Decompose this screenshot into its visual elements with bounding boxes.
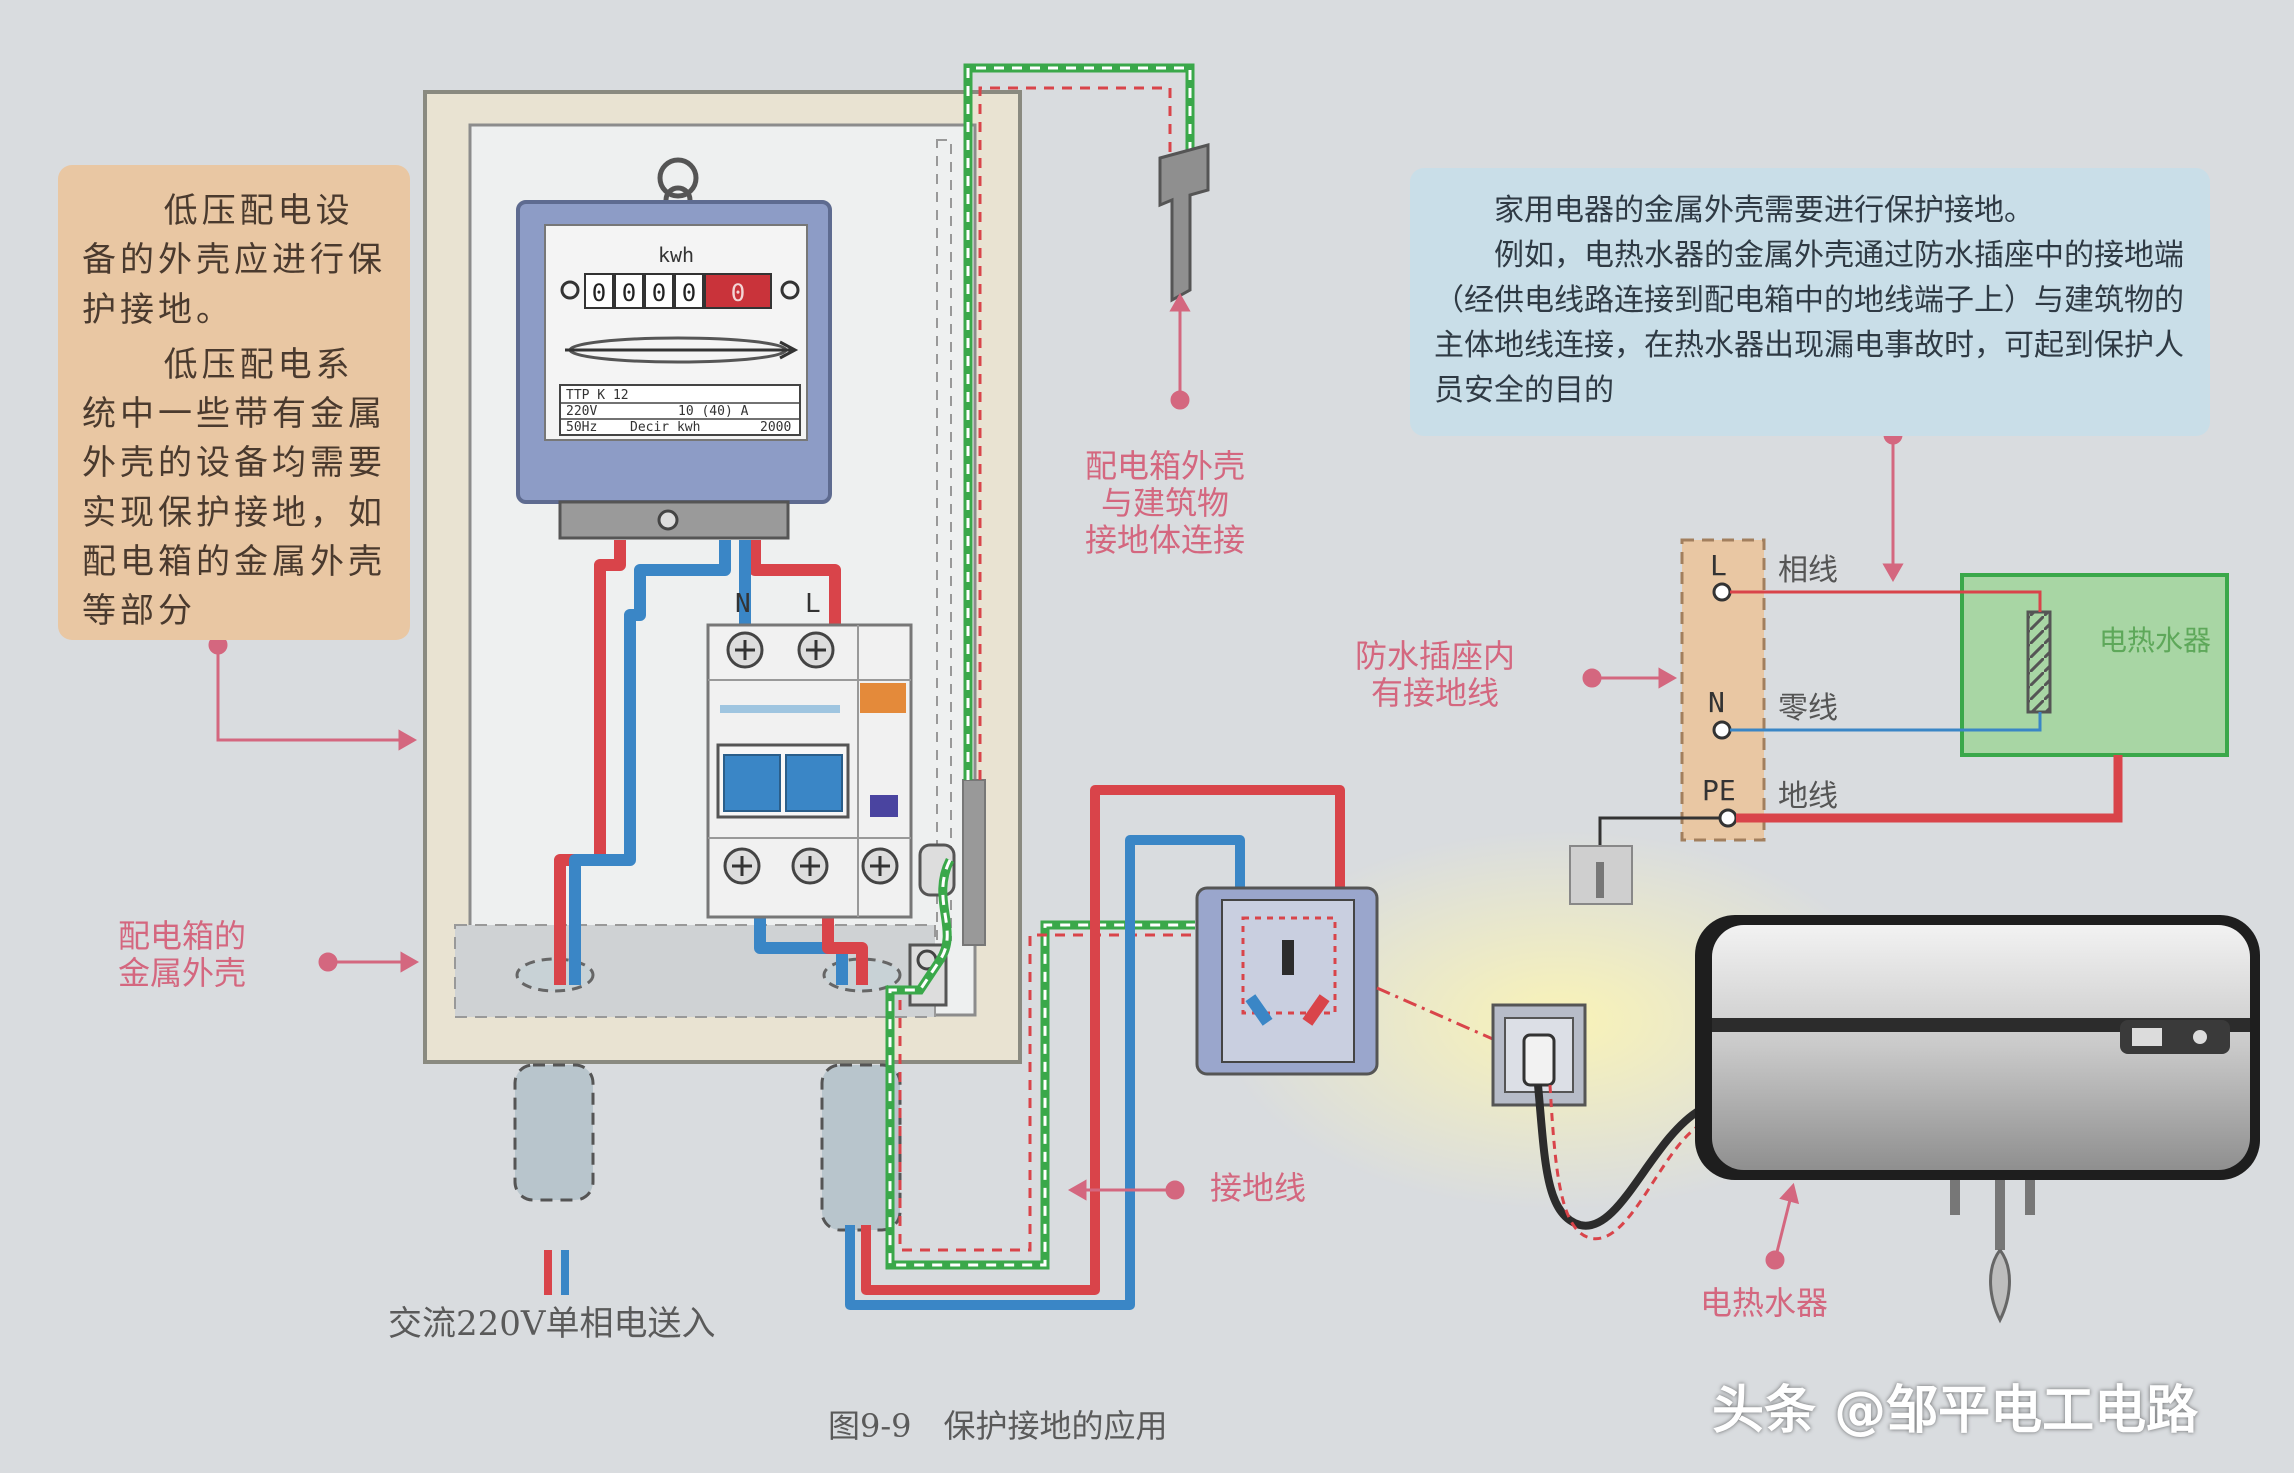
heater-label: 电热水器 bbox=[1700, 1284, 1829, 1322]
meter-nameplate bbox=[559, 384, 801, 436]
meter-plate-text: 2000 bbox=[760, 420, 791, 435]
meter-screw-icon bbox=[560, 280, 580, 300]
water-heater bbox=[1695, 915, 2260, 1324]
meter-digit: 0 bbox=[682, 279, 696, 307]
neutral-wire-label: 零线 bbox=[1778, 691, 1838, 726]
meter-unit: kwh bbox=[658, 243, 694, 267]
meter-plate-text: TTP K 12 bbox=[566, 388, 629, 403]
figure-caption: 图9-9 保护接地的应用 bbox=[828, 1407, 1168, 1445]
breaker-n-label: N bbox=[735, 589, 751, 619]
heater-cord bbox=[1534, 1084, 1703, 1230]
meter-digit: 0 bbox=[622, 279, 636, 307]
meter-plate-text: 50Hz bbox=[566, 420, 597, 435]
heater-schematic: 电热水器 bbox=[1960, 573, 2229, 757]
energy-meter: kwh 0 0 0 0 0 TTP K 12 220V 10 (40) A 50… bbox=[516, 157, 832, 540]
earth-wire-label: 地线 bbox=[1778, 779, 1838, 814]
earth-conductor bbox=[885, 63, 1195, 1270]
heater-wiring bbox=[1598, 590, 2123, 848]
box-wiring bbox=[554, 540, 868, 985]
terminal-l-label: L bbox=[1710, 549, 1727, 582]
plug-link bbox=[1376, 986, 1496, 1042]
meter-plate-text: 220V bbox=[566, 404, 597, 419]
label-line: 金属外壳 bbox=[118, 953, 247, 992]
left-callout: 低压配电设备的外壳应进行保护接地。 低压配电系统中一些带有金属外壳的设备均需要实… bbox=[58, 165, 410, 640]
plug-icon bbox=[1522, 1033, 1556, 1087]
terminal-strip: L N PE bbox=[1680, 538, 1766, 842]
box-shell-label: 配电箱的 金属外壳 bbox=[118, 918, 246, 992]
leader-lines bbox=[208, 292, 1904, 1270]
left-callout-paragraph: 低压配电设备的外壳应进行保护接地。 bbox=[82, 191, 386, 330]
meter-digit: 0 bbox=[592, 279, 606, 307]
left-callout-paragraph: 低压配电系统中一些带有金属外壳的设备均需要实现保护接地，如配电箱的金属外壳等部分 bbox=[82, 344, 386, 632]
meter-digit: 0 bbox=[652, 279, 666, 307]
terminal-n-label: N bbox=[1708, 686, 1725, 719]
ground-wire-label: 接地线 bbox=[1210, 1169, 1307, 1207]
terminal-pe-label: PE bbox=[1702, 774, 1736, 807]
meter-digits: 0 0 0 0 0 bbox=[584, 273, 772, 309]
building-earth-bracket bbox=[1158, 143, 1210, 303]
meter-plate-text: 10 (40) A bbox=[678, 404, 749, 419]
heater-box-label: 电热水器 bbox=[2099, 624, 2211, 657]
phase-wire-label: 相线 bbox=[1778, 553, 1838, 588]
watermark: 头条 @邹平电工电路 bbox=[1712, 1381, 2199, 1441]
label-line: 配电箱外壳 bbox=[1085, 447, 1246, 485]
building-earth-rod bbox=[1569, 845, 1633, 905]
label-line: 接地体连接 bbox=[1085, 520, 1246, 559]
meter-digit-red: 0 bbox=[731, 279, 745, 307]
right-callout-paragraph: 家用电器的金属外壳需要进行保护接地。 bbox=[1494, 193, 2034, 228]
meter-plate-text: Decir kwh bbox=[630, 420, 700, 435]
waterproof-socket bbox=[1195, 886, 1379, 1076]
socket-supply-wires bbox=[845, 785, 1345, 1310]
label-line: 配电箱的 bbox=[118, 917, 247, 955]
label-line: 防水插座内 bbox=[1355, 637, 1516, 675]
input-label: 交流220V单相电送入 bbox=[388, 1304, 716, 1344]
meter-screw-icon bbox=[780, 280, 800, 300]
leakage-breaker: N L bbox=[706, 589, 913, 919]
breaker-l-label: L bbox=[805, 589, 821, 619]
socket-ground-label: 防水插座内 有接地线 bbox=[1355, 638, 1515, 712]
shell-building-label: 配电箱外壳 与建筑物 接地体连接 bbox=[1085, 448, 1245, 558]
right-callout: 家用电器的金属外壳需要进行保护接地。 例如，电热水器的金属外壳通过防水插座中的接… bbox=[1410, 168, 2210, 436]
right-callout-paragraph: 例如，电热水器的金属外壳通过防水插座中的接地端（经供电线路连接到配电箱中的地线端… bbox=[1434, 238, 2184, 408]
label-line: 有接地线 bbox=[1371, 673, 1500, 712]
label-line: 与建筑物 bbox=[1101, 483, 1230, 522]
